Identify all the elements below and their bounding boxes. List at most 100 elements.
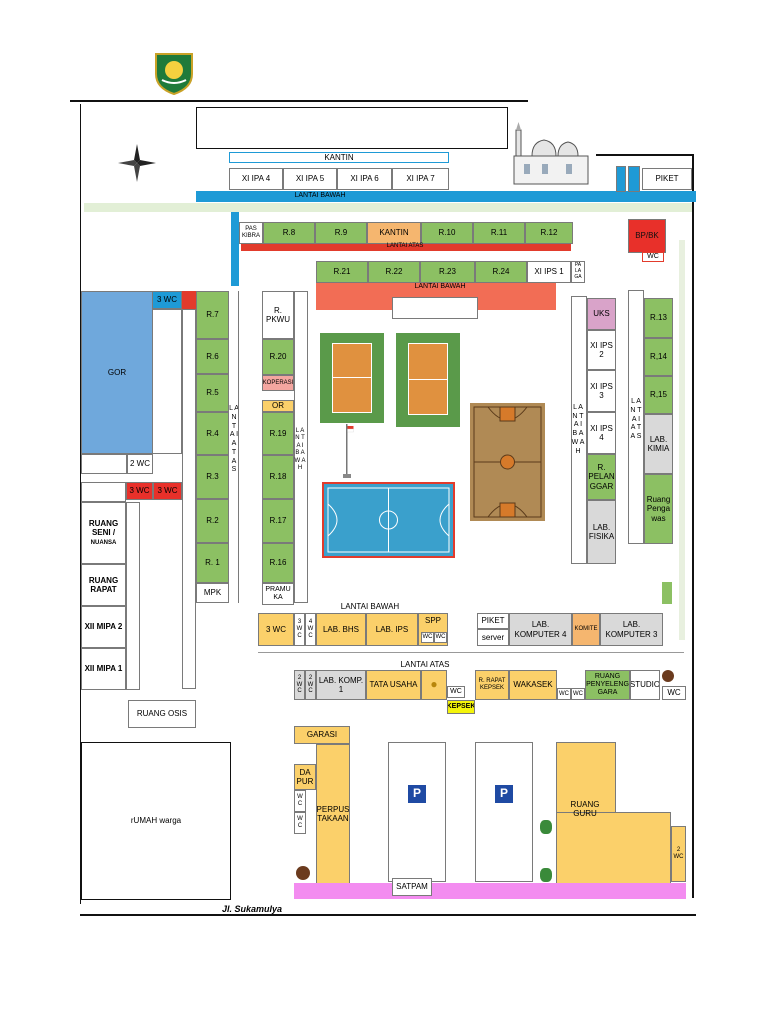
room-label: R.3 xyxy=(206,472,219,482)
room-ruang-osis: RUANG OSIS xyxy=(128,700,196,728)
corridor-lantai-atas-right: L A N T A I A T A S xyxy=(630,398,642,441)
kantin-top: KANTIN xyxy=(229,152,449,163)
room-xi-ipa-4: XI IPA 4 xyxy=(229,168,283,190)
room-label: SATPAM xyxy=(396,882,428,892)
left-narrow-col xyxy=(126,502,140,690)
room-pelanggar: R. PELAN GGAR xyxy=(587,454,616,500)
room-r10: R.10 xyxy=(421,222,473,244)
room-koperasi: KOPERASI xyxy=(262,375,294,391)
pink-walkway xyxy=(294,883,686,899)
flagpole-icon xyxy=(340,424,354,480)
corridor-lantai-bawah-pkwu: L A N T A I B A W A H xyxy=(294,427,306,472)
house-icon xyxy=(662,670,674,682)
room-r5: R.5 xyxy=(196,374,229,412)
room-3wc-vert: 3 W C xyxy=(294,613,305,646)
room-label: XI IPS 1 xyxy=(534,267,564,277)
room-r12: R.12 xyxy=(525,222,573,244)
room-xi-ips-4: XI IPS 4 xyxy=(587,412,616,454)
right-fence xyxy=(692,154,694,898)
green-strip xyxy=(84,203,692,212)
room-label: WC xyxy=(435,634,446,641)
col-r-right-edge xyxy=(229,291,239,603)
room-label: LAB. KIMIA xyxy=(647,434,670,453)
room-label: R.8 xyxy=(282,228,296,238)
room-label: XII MIPA 2 xyxy=(84,622,123,632)
room-label: P xyxy=(499,786,508,801)
room-label: R,15 xyxy=(650,390,667,400)
room-r23: R.23 xyxy=(420,261,475,283)
right-vertical-path xyxy=(679,240,685,640)
room-wc-bottom-1: W C xyxy=(294,790,306,812)
room-label: WC xyxy=(559,690,569,697)
room-r7: R.7 xyxy=(196,291,229,339)
room-pramuka: PRAMU KA xyxy=(262,583,294,605)
room-label: Ruang Penga was xyxy=(646,495,671,523)
room-lab-kimia: LAB. KIMIA xyxy=(644,414,673,474)
kantin-top-label: KANTIN xyxy=(324,152,354,162)
room-piket-lb: PIKET xyxy=(477,613,509,629)
room-label: W C xyxy=(297,816,303,829)
room-label: PERPUS TAKAAN xyxy=(316,804,350,823)
room-label: R.18 xyxy=(269,472,287,482)
ruang-guru-label: RUANG GURU xyxy=(560,800,610,818)
room-label: GARASI xyxy=(306,730,338,740)
room-r9: R.9 xyxy=(315,222,367,244)
room-label: RUANG RAPAT xyxy=(88,575,119,594)
room-label: R.10 xyxy=(438,228,456,238)
room-label: R.19 xyxy=(269,428,287,438)
room-wc-bpbk: WC xyxy=(642,252,664,262)
room-label: KEPSEK xyxy=(447,702,475,710)
room-label: 3 WC xyxy=(157,486,178,496)
room-xi-ipa-5: XI IPA 5 xyxy=(283,168,337,190)
room-label: PAS KIBRA xyxy=(241,226,260,239)
room-xii-mipa-2: XII MIPA 2 xyxy=(81,606,126,648)
room-ruang-seni: RUANG SENI /NUANSA xyxy=(81,502,126,564)
room-label: R. PELAN GGAR xyxy=(588,463,615,491)
room-label: R. PKWU xyxy=(266,305,290,324)
logo xyxy=(150,48,198,96)
room-label: LAB. KOMP. 1 xyxy=(318,675,364,694)
room-kepsek: KEPSEK xyxy=(447,700,475,714)
street-line xyxy=(80,914,696,916)
room-kantin: KANTIN xyxy=(367,222,421,244)
room-wc-kepsek: WC xyxy=(447,686,465,698)
room-label: LAB. FISIKA xyxy=(588,522,615,541)
room-r11: R.11 xyxy=(473,222,525,244)
room-satpam: SATPAM xyxy=(392,878,432,896)
room-lab-komputer-3: LAB. KOMPUTER 3 xyxy=(600,613,663,646)
room-4wc-vert: 4 W C xyxy=(305,613,316,646)
room-label: R.13 xyxy=(650,313,667,323)
room-tata-usaha: TATA USAHA xyxy=(366,670,421,700)
room-label: KANTIN xyxy=(379,228,409,238)
room-label: PA LA GA xyxy=(574,262,582,280)
room-3wc-a: 3 WC xyxy=(126,482,153,500)
room-r14: R,14 xyxy=(644,338,673,376)
lb-la-divider xyxy=(258,652,684,653)
room-3wc-lb: 3 WC xyxy=(258,613,294,646)
room-2wc-guru: 2 WC xyxy=(671,826,686,882)
room-label: UKS xyxy=(593,309,610,319)
room-uks: UKS xyxy=(587,298,616,330)
futsal-court xyxy=(322,482,455,558)
room-2wc-b: 2 W C xyxy=(305,670,316,700)
room-r13: R.13 xyxy=(644,298,673,338)
room-xi-ipa-7: XI IPA 7 xyxy=(392,168,449,190)
room-label: 2 WC xyxy=(130,459,150,469)
room-ruang-pengawas: Ruang Penga was xyxy=(644,474,673,544)
compass-rose-icon xyxy=(116,142,158,184)
room-lab-komp-1: LAB. KOMP. 1 xyxy=(316,670,366,700)
room-3wc-b: 3 WC xyxy=(153,482,182,500)
trophy-icon: ● xyxy=(430,677,438,692)
room-r20: R.20 xyxy=(262,339,294,375)
room-r3: R.3 xyxy=(196,455,229,499)
pkwu-corridor xyxy=(294,291,308,603)
room-wc-bottom-2: W C xyxy=(294,812,306,834)
room-label: WC xyxy=(422,634,433,641)
room-ruang-rapat: RUANG RAPAT xyxy=(81,564,126,606)
room-label: R.9 xyxy=(334,228,348,238)
room-wc-wakasek-2: WC xyxy=(571,688,585,700)
room-label: 2 W C xyxy=(296,674,303,695)
room-label: LAB. KOMPUTER 3 xyxy=(605,620,658,639)
room-label: DA PUR xyxy=(296,767,314,786)
gor-side xyxy=(81,454,127,474)
